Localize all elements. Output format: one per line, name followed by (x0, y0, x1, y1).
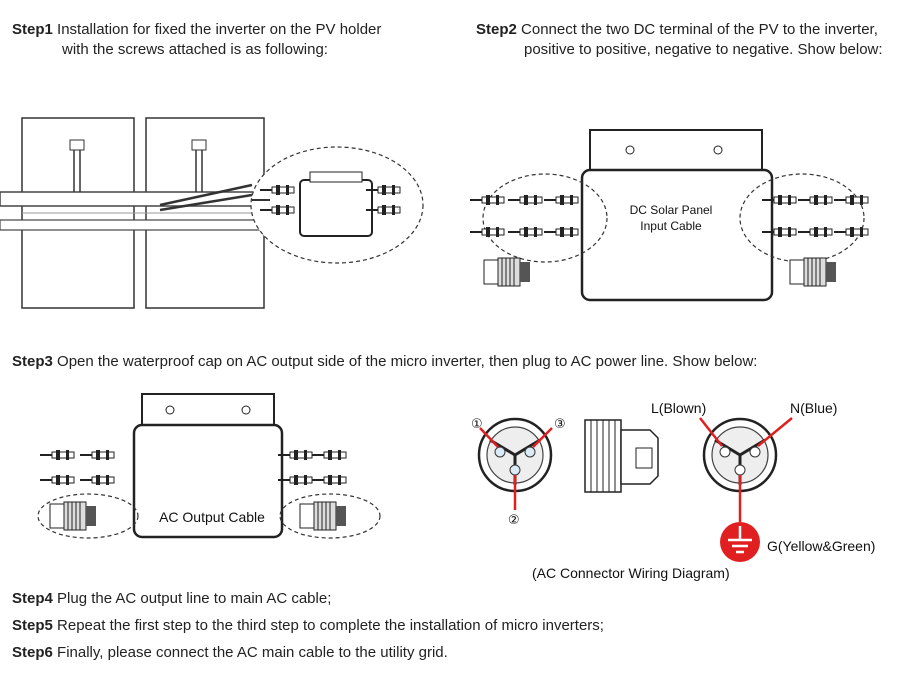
ac-wiring-diagram: ① ③ ② L(Blown) N(Blue) (471, 400, 875, 581)
step5-text: Repeat the first step to the third step … (57, 617, 604, 634)
step6-heading: Step6 Finally, please connect the AC mai… (12, 643, 448, 662)
step2-heading: Step2 Connect the two DC terminal of the… (476, 20, 878, 39)
step2-label: Step2 (476, 21, 517, 38)
step2-text-line2: positive to positive, negative to negati… (524, 41, 883, 58)
pin1-pointer (479, 427, 499, 448)
step1-label: Step1 (12, 21, 53, 38)
step6-label: Step6 (12, 644, 53, 661)
pin1-label: ① (471, 416, 483, 431)
step4-text: Plug the AC output line to main AC cable… (57, 590, 332, 607)
ground-icon (720, 522, 760, 562)
dc-panel-label-line1: DC Solar Panel (630, 203, 713, 217)
step5-label: Step5 (12, 617, 53, 634)
step2-illustration: DC Solar Panel Input Cable (469, 129, 869, 302)
micro-inverter-step2 (580, 168, 774, 302)
step1-illustration (0, 117, 424, 309)
pin2-label: ② (508, 512, 520, 527)
pv-holder-rail-lower (0, 219, 263, 231)
step3-heading: Step3 Open the waterproof cap on AC outp… (12, 352, 757, 371)
step4-heading: Step4 Plug the AC output line to main AC… (12, 589, 331, 608)
L-pointer (699, 417, 723, 447)
step3-text: Open the waterproof cap on AC output sid… (57, 353, 758, 370)
L-label: L(Blown) (651, 400, 706, 416)
dc-panel-label-line2: Input Cable (640, 219, 702, 233)
step6-text: Finally, please connect the AC main cabl… (57, 644, 448, 661)
step3-label: Step3 (12, 353, 53, 370)
micro-inverter-step1 (299, 179, 373, 237)
G-label: G(Yellow&Green) (767, 538, 875, 554)
ac-connector-side-view (584, 419, 659, 493)
step3-illustration: AC Output Cable (37, 393, 381, 539)
step4-label: Step4 (12, 590, 53, 607)
ac-output-cable-label: AC Output Cable (159, 509, 265, 525)
wiring-caption: (AC Connector Wiring Diagram) (532, 565, 730, 581)
dc-zoom-left (482, 173, 608, 263)
step2-text-line1: Connect the two DC terminal of the PV to… (521, 21, 878, 38)
ac-zoom-left (37, 493, 139, 539)
N-pointer (757, 417, 793, 447)
pin3-pointer (532, 427, 553, 448)
ac-zoom-right (279, 493, 381, 539)
step1-heading: Step1 Installation for fixed the inverte… (12, 20, 381, 39)
N-label: N(Blue) (790, 400, 837, 416)
step1-text-line2: with the screws attached is as following… (62, 41, 328, 58)
step5-heading: Step5 Repeat the first step to the third… (12, 616, 604, 635)
pin3-label: ③ (554, 416, 566, 431)
dc-zoom-right (739, 173, 865, 263)
step1-text-line1: Installation for fixed the inverter on t… (57, 21, 382, 38)
